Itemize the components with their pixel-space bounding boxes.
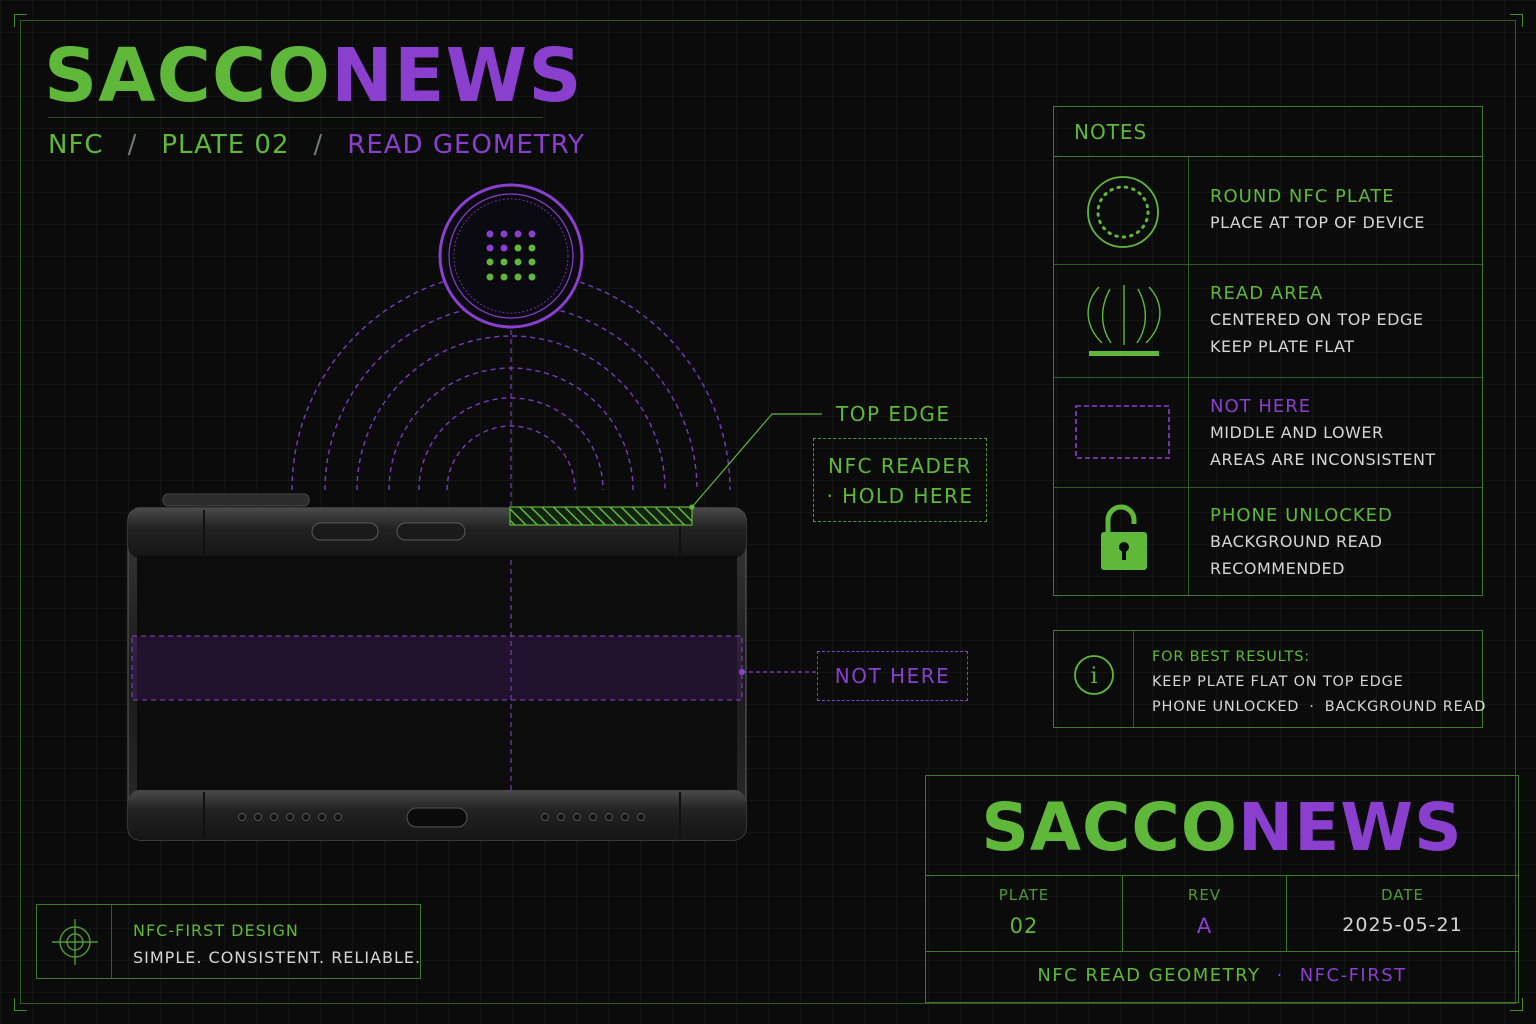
read-area-zone	[509, 506, 693, 526]
brand-part-sacco: SACCO	[44, 33, 332, 119]
speaker-grille	[238, 813, 645, 821]
nfc-plate-icon	[438, 183, 584, 329]
volume-button	[396, 522, 466, 541]
note-title: READ AREA	[1210, 283, 1324, 304]
not-here-zone	[131, 635, 743, 701]
field-arc	[418, 397, 604, 491]
info-icon: i	[1074, 655, 1114, 695]
best-results-background: BACKGROUND READ	[1324, 699, 1487, 715]
rev-field: REV A	[1123, 876, 1287, 951]
breadcrumb-separator: /	[127, 130, 138, 160]
best-results-separator: ·	[1309, 699, 1315, 715]
svg-text:i: i	[1090, 664, 1097, 689]
best-results-heading: FOR BEST RESULTS:	[1152, 649, 1310, 665]
tagline-subtitle: SIMPLE. CONSISTENT. RELIABLE.	[133, 948, 422, 967]
breadcrumb-plate: PLATE 02	[161, 130, 290, 160]
nfc-reader-line1: NFC READER	[828, 454, 972, 478]
tagline-box: NFC-FIRST DESIGN SIMPLE. CONSISTENT. REL…	[36, 904, 421, 979]
nfc-plate-icon	[1087, 176, 1159, 248]
tagline-title: NFC-FIRST DESIGN	[133, 921, 299, 940]
brand-part-sacco: SACCO	[981, 789, 1238, 866]
plate-field: PLATE 02	[926, 876, 1123, 951]
note-line: CENTERED ON TOP EDGE	[1210, 310, 1424, 329]
date-field: DATE 2025-05-21	[1287, 876, 1518, 951]
frame-corner	[1510, 998, 1523, 1011]
brand-logo: SACCONEWS	[44, 34, 583, 118]
title-block-brand: SACCONEWS	[926, 776, 1518, 876]
not-here-callout: NOT HERE	[817, 651, 968, 701]
footer-nfc-first: NFC-FIRST	[1299, 965, 1407, 986]
note-item-round-plate: ROUND NFC PLATE PLACE AT TOP OF DEVICE	[1054, 157, 1482, 265]
note-item-phone-unlocked: PHONE UNLOCKED BACKGROUND READ RECOMMEND…	[1054, 488, 1482, 595]
footer-read-geometry: NFC READ GEOMETRY	[1037, 965, 1261, 986]
nfc-reader-line2: · HOLD HERE	[826, 484, 974, 508]
field-arc	[356, 335, 666, 491]
date-value: 2025-05-21	[1342, 914, 1463, 936]
crosshair-icon	[52, 919, 98, 965]
top-edge-leader	[691, 413, 822, 508]
rev-value: A	[1196, 914, 1213, 938]
breadcrumb: NFC / PLATE 02 / READ GEOMETRY	[48, 128, 585, 162]
best-results-unlocked: PHONE UNLOCKED	[1152, 699, 1300, 715]
note-line: MIDDLE AND LOWER	[1210, 423, 1384, 442]
note-line: KEEP PLATE FLAT	[1210, 337, 1355, 356]
note-item-not-here: NOT HERE MIDDLE AND LOWER AREAS ARE INCO…	[1054, 378, 1482, 488]
field-arc	[446, 425, 576, 491]
breadcrumb-separator: /	[313, 130, 324, 160]
date-label: DATE	[1380, 886, 1425, 904]
dashed-rect-icon	[1075, 405, 1170, 459]
note-title: NOT HERE	[1210, 396, 1312, 417]
plate-value: 02	[1009, 914, 1039, 938]
notes-title: NOTES	[1074, 120, 1148, 144]
volume-button	[311, 522, 379, 541]
breadcrumb-read-geometry: READ GEOMETRY	[347, 130, 585, 160]
frame-corner	[14, 14, 27, 27]
unlocked-padlock-icon	[1101, 504, 1147, 570]
note-line: PLACE AT TOP OF DEVICE	[1210, 213, 1425, 232]
phone-screen	[137, 556, 737, 792]
brand-part-news: NEWS	[331, 33, 583, 119]
best-results-box: i FOR BEST RESULTS: KEEP PLATE FLAT ON T…	[1053, 630, 1486, 728]
best-results-line1: KEEP PLATE FLAT ON TOP EDGE	[1152, 674, 1404, 690]
notes-header: NOTES	[1054, 107, 1482, 157]
camera-bump	[162, 493, 310, 507]
note-title: ROUND NFC PLATE	[1210, 186, 1395, 207]
frame-corner	[1510, 14, 1523, 27]
title-block-footer: NFC READ GEOMETRY · NFC-FIRST	[926, 952, 1518, 1002]
phone-device	[127, 493, 747, 841]
charging-port	[406, 807, 468, 828]
note-title: PHONE UNLOCKED	[1210, 505, 1393, 526]
frame-corner	[14, 998, 27, 1011]
best-results-line2: PHONE UNLOCKED · BACKGROUND READ	[1152, 695, 1486, 720]
drawing-frame	[20, 20, 1516, 1004]
read-field-icon	[1087, 285, 1161, 356]
notes-panel: NOTES ROUND NFC PLATE PLACE AT TOP OF DE…	[1053, 106, 1483, 596]
title-block-fields: PLATE 02 REV A DATE 2025-05-21	[926, 876, 1518, 952]
nfc-reader-callout: NFC READER · HOLD HERE	[813, 438, 987, 522]
top-edge-label: TOP EDGE	[836, 402, 951, 426]
note-item-read-area: READ AREA CENTERED ON TOP EDGE KEEP PLAT…	[1054, 265, 1482, 378]
plate-label: PLATE	[998, 886, 1050, 904]
brand-part-news: NEWS	[1237, 789, 1463, 866]
footer-separator: ·	[1276, 965, 1284, 986]
title-block: SACCONEWS PLATE 02 REV A DATE 2025-05-21…	[925, 775, 1519, 1003]
note-line: BACKGROUND READ	[1210, 532, 1383, 551]
brand-underline	[48, 117, 543, 118]
note-line: AREAS ARE INCONSISTENT	[1210, 450, 1436, 469]
rev-label: REV	[1187, 886, 1222, 904]
note-line: RECOMMENDED	[1210, 559, 1345, 578]
breadcrumb-nfc: NFC	[48, 130, 104, 160]
